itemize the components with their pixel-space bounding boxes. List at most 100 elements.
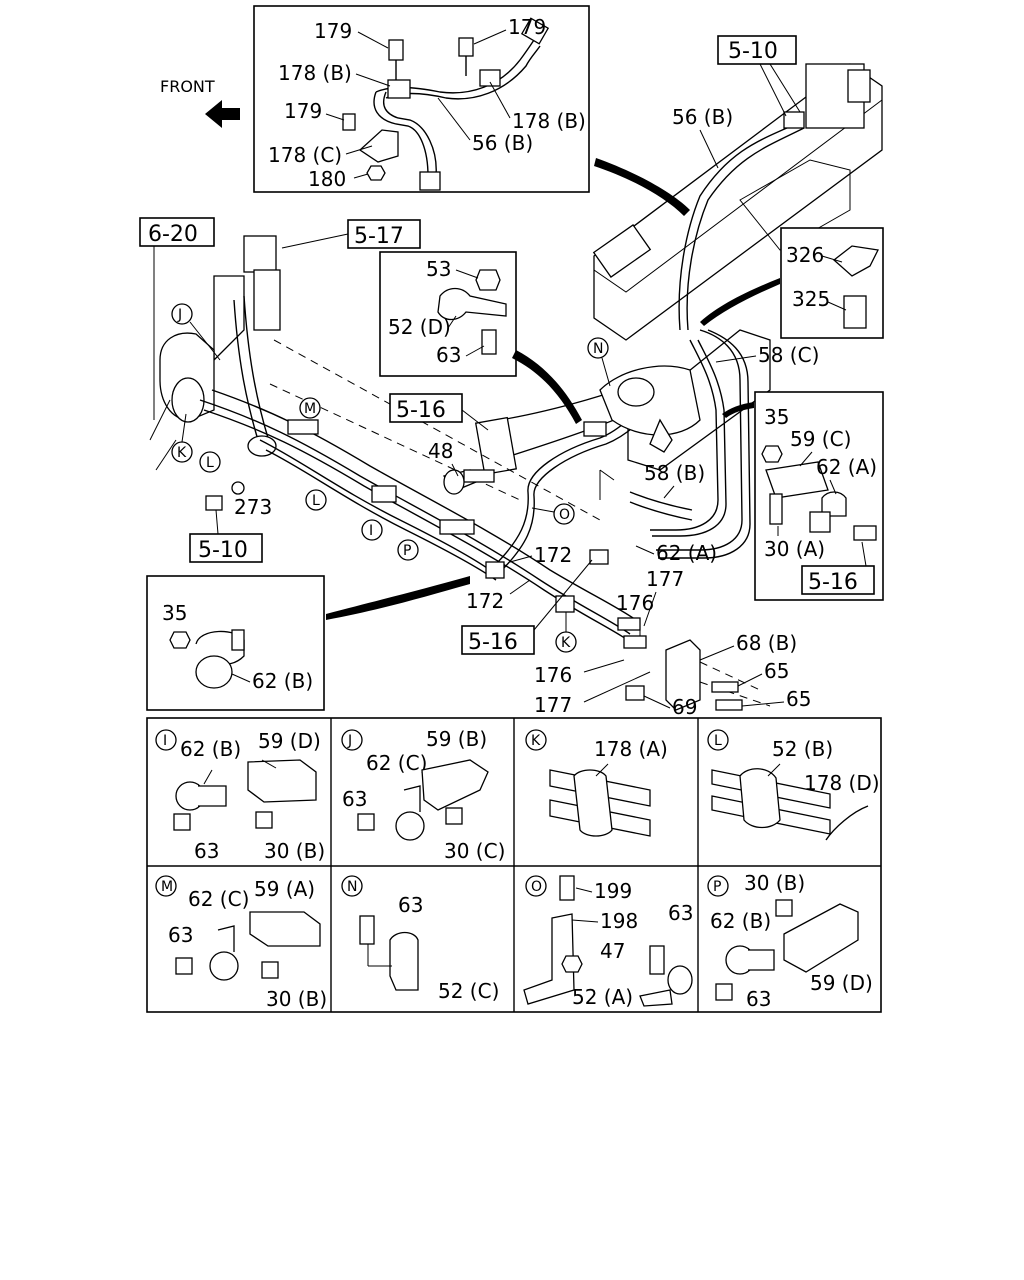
- detail-i-label-59d: 59 (D): [258, 729, 321, 753]
- bolt-5-10-icon: [205, 495, 223, 511]
- detail-i-label-63: 63: [194, 839, 219, 863]
- detail-i-label-62b: 62 (B): [180, 737, 241, 761]
- callout-62a-a: 62 (A): [816, 455, 877, 479]
- detail-o-label-63: 63: [668, 901, 693, 925]
- callout-172b: 172: [466, 589, 504, 613]
- inset-top-bracket: [253, 5, 590, 193]
- letter-p-main: P: [403, 543, 411, 559]
- detail-i: I 62 (B) 59 (D) 63 30 (B): [155, 729, 325, 863]
- bolt-179c-icon: [342, 113, 356, 131]
- washer-273-icon: [231, 481, 245, 495]
- detail-m-label-30b: 30 (B): [266, 987, 327, 1011]
- callout-30a: 30 (A): [764, 537, 825, 561]
- tee-fitting-326-icon: [832, 245, 879, 277]
- detail-m-letter: M: [161, 879, 173, 895]
- callout-178b-a: 178 (B): [278, 61, 352, 85]
- detail-p-label-62b: 62 (B): [710, 909, 771, 933]
- callout-62b: 62 (B): [252, 669, 313, 693]
- detail-n: N 63 52 (C): [341, 875, 499, 1003]
- detail-n-letter: N: [347, 879, 357, 895]
- nut-180-icon: [366, 165, 386, 181]
- letter-j-main: J: [177, 307, 182, 323]
- bolt-179b-icon: [458, 37, 474, 57]
- detail-p-label-59d: 59 (D): [810, 971, 873, 995]
- detail-m-label-62c: 62 (C): [188, 887, 249, 911]
- callout-178c: 178 (C): [268, 143, 342, 167]
- ref-box-5-16-right: 5-16: [808, 570, 858, 595]
- detail-n-label-63: 63: [398, 893, 423, 917]
- bolt-30a-icon: [769, 493, 783, 525]
- detail-j-label-62c: 62 (C): [366, 751, 427, 775]
- ref-box-5-17: 5-17: [354, 224, 404, 249]
- callout-176b: 176: [534, 663, 572, 687]
- callout-326: 326: [786, 243, 824, 267]
- callout-56b-b: 56 (B): [672, 105, 733, 129]
- letter-k-main: K: [177, 445, 187, 461]
- callout-68b: 68 (B): [736, 631, 797, 655]
- detail-l-letter: L: [714, 733, 722, 749]
- ref-box-5-10-left: 5-10: [198, 538, 248, 563]
- callout-177b: 177: [534, 693, 572, 717]
- detail-p-label-30b: 30 (B): [744, 871, 805, 895]
- detail-j-letter: J: [347, 733, 352, 749]
- callout-58b: 58 (B): [644, 461, 705, 485]
- ref-box-5-16-lower: 5-16: [468, 630, 518, 655]
- callout-273: 273: [234, 495, 272, 519]
- front-arrow-icon: [205, 100, 240, 128]
- nut-35a-icon: [761, 445, 783, 463]
- bolt-62a-icon: [589, 549, 609, 565]
- letter-n-main: N: [593, 341, 603, 357]
- ref-box-6-20: 6-20: [148, 222, 198, 247]
- detail-i-label-30b: 30 (B): [264, 839, 325, 863]
- callout-65a: 65: [764, 659, 789, 683]
- callout-178b-b: 178 (B): [512, 109, 586, 133]
- front-label: FRONT: [160, 77, 215, 96]
- callout-179a: 179: [314, 19, 352, 43]
- callout-56b-a: 56 (B): [472, 131, 533, 155]
- detail-o-label-199: 199: [594, 879, 632, 903]
- letter-m-main: M: [304, 401, 316, 417]
- detail-j-label-63: 63: [342, 787, 367, 811]
- detail-o-label-198: 198: [600, 909, 638, 933]
- callout-172a: 172: [534, 543, 572, 567]
- callout-58c: 58 (C): [758, 343, 819, 367]
- letter-l-main: L: [206, 455, 214, 471]
- clip-62b-icon: [195, 655, 233, 689]
- nut-53-icon: [475, 269, 501, 291]
- callout-69: 69: [672, 695, 697, 719]
- detail-n-label-52c: 52 (C): [438, 979, 499, 1003]
- nut-35b-icon: [169, 631, 191, 649]
- detail-j: J 62 (C) 59 (B) 63 30 (C): [341, 727, 505, 863]
- callout-177a: 177: [646, 567, 684, 591]
- callout-176a: 176: [616, 591, 654, 615]
- callout-35a: 35: [764, 405, 789, 429]
- ref-box-5-10-top: 5-10: [728, 39, 778, 64]
- detail-m-label-63: 63: [168, 923, 193, 947]
- callout-180: 180: [308, 167, 346, 191]
- detail-m: M 62 (C) 59 (A) 63 30 (B): [155, 875, 327, 1011]
- letter-k2-main: K: [561, 635, 571, 651]
- detail-o-letter: O: [531, 879, 542, 895]
- detail-l-label-52b: 52 (B): [772, 737, 833, 761]
- detail-p-letter: P: [713, 879, 721, 895]
- detail-j-label-59b: 59 (B): [426, 727, 487, 751]
- callout-62a-b: 62 (A): [656, 541, 717, 565]
- detail-o-label-52a: 52 (A): [572, 985, 633, 1009]
- callout-52d: 52 (D): [388, 315, 451, 339]
- detail-p-label-63: 63: [746, 987, 771, 1011]
- letter-o-main: O: [559, 507, 570, 523]
- callout-325: 325: [792, 287, 830, 311]
- callout-53: 53: [426, 257, 451, 281]
- spacer-325-icon: [843, 295, 867, 329]
- detail-m-label-59a: 59 (A): [254, 877, 315, 901]
- bolt-63a-icon: [481, 329, 497, 355]
- detail-k-letter: K: [531, 733, 541, 749]
- callout-35b: 35: [162, 601, 187, 625]
- callout-59c: 59 (C): [790, 427, 851, 451]
- letter-l2-main: L: [312, 493, 320, 509]
- detail-i-letter: I: [163, 733, 167, 749]
- detail-p: P 30 (B) 62 (B) 63 59 (D): [707, 871, 873, 1011]
- callout-179c: 179: [284, 99, 322, 123]
- callout-65b: 65: [786, 687, 811, 711]
